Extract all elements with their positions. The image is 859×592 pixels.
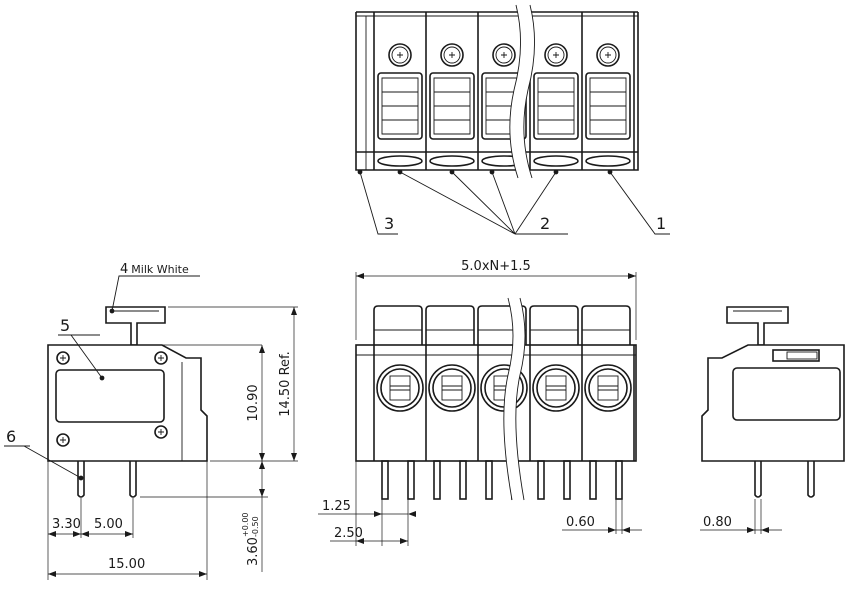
front-view (318, 272, 642, 546)
dim-offset-left: 3.30 (52, 517, 81, 532)
callout-4-note: Milk White (131, 263, 189, 276)
top-cell (429, 43, 475, 167)
callout-2-label: 2 (540, 214, 550, 233)
dim-pin-width-side: 0.80 (703, 515, 732, 530)
callout-4-number: 4 (120, 262, 128, 277)
top-cell (585, 43, 631, 167)
callout-5-label: 5 (60, 316, 70, 335)
dim-pin-pitch: 2.50 (334, 526, 363, 541)
side-view-left (4, 275, 298, 580)
dim-pin-offset: 1.25 (322, 499, 351, 514)
callout-1-label: 1 (656, 214, 666, 233)
dim-overall-width: 5.0xN+1.5 (461, 259, 531, 274)
dim-depth: 15.00 (108, 557, 145, 572)
callout-6-label: 6 (6, 427, 16, 446)
top-cell (377, 43, 423, 167)
front-pins (381, 460, 623, 500)
callout-3-label: 3 (384, 214, 394, 233)
dim-pin-tol-lower: -0.50 (251, 516, 260, 537)
wire-hole (376, 364, 424, 412)
dim-pitch-side: 5.00 (94, 517, 123, 532)
side-view-right (700, 306, 845, 534)
dim-total-height: 14.50 Ref. (278, 351, 293, 417)
dim-body-height: 10.90 (246, 384, 261, 421)
dim-pin-length: 3.60 +0.00 -0.50 (241, 512, 261, 566)
top-cell (533, 43, 579, 167)
wire-hole (428, 364, 476, 412)
dim-pin-length-value: 3.60 (246, 537, 261, 566)
wire-hole (532, 364, 580, 412)
dim-pin-width-front: 0.60 (566, 515, 595, 530)
dim-pin-tol-upper: +0.00 (241, 512, 250, 537)
wire-hole (584, 364, 632, 412)
top-view (355, 4, 670, 235)
